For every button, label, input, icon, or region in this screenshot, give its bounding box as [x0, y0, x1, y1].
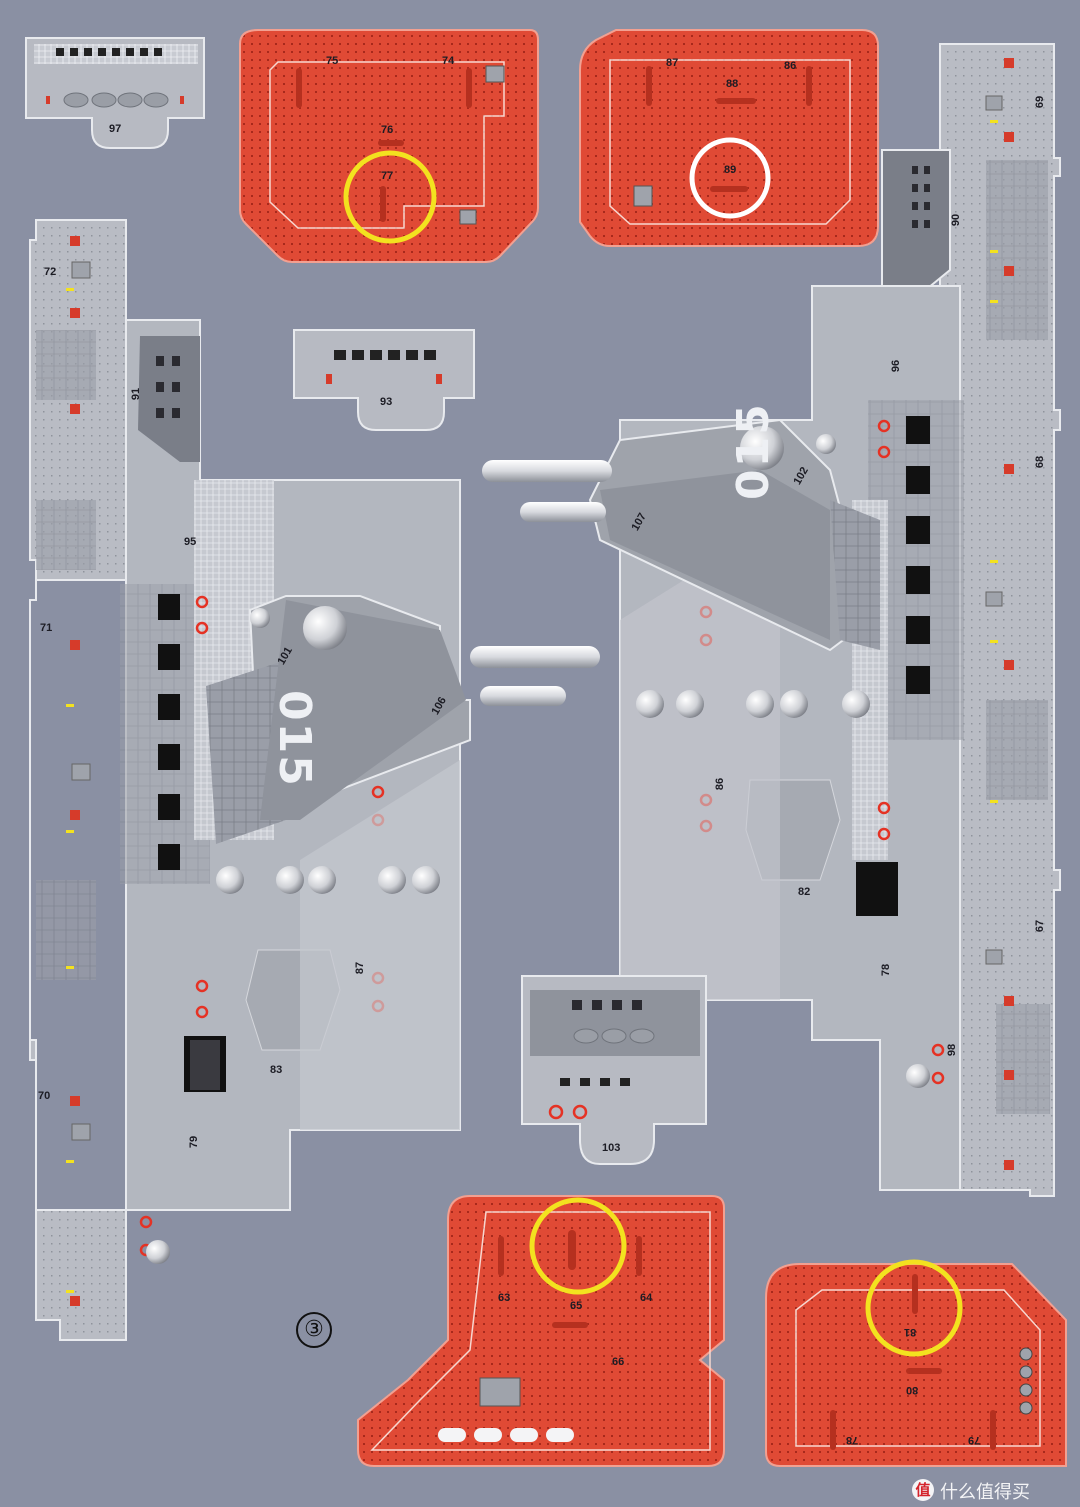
strip-67-69: [879, 43, 1061, 1197]
deck-part-74-77: [239, 29, 539, 263]
part-label: 93: [380, 396, 393, 408]
part-90: [881, 149, 951, 307]
part-label: 88: [726, 78, 739, 90]
part-label: 71: [40, 622, 53, 634]
deck-part-86-89: [579, 29, 879, 247]
part-label: 76: [381, 124, 394, 136]
strip-70-72: [29, 219, 127, 1341]
part-label: 95: [184, 536, 197, 548]
highlight-circle: [865, 1259, 963, 1357]
part-label: 98: [946, 1043, 959, 1057]
watermark-text: 什么值得买: [940, 1482, 1030, 1503]
highlight-circle: [343, 150, 437, 244]
part-93: [293, 329, 475, 431]
ship-body-right: [482, 285, 964, 1191]
part-label: 68: [1034, 455, 1047, 469]
highlight-circle-white: [689, 137, 771, 219]
part-label: 87: [666, 57, 679, 69]
part-label: 66: [612, 1356, 625, 1368]
part-97: [25, 37, 205, 149]
part-label: 70: [38, 1090, 51, 1102]
part-label: 63: [498, 1292, 511, 1304]
part-label: 77: [381, 170, 394, 182]
part-label: 80: [906, 1384, 919, 1396]
part-label: 89: [724, 164, 737, 176]
part-label: 78: [880, 963, 893, 977]
deck-part-78-81: [765, 1259, 1067, 1467]
part-label: 78: [846, 1434, 859, 1446]
ship-body-left: [120, 319, 600, 1264]
part-label: 96: [890, 359, 903, 373]
part-label: 69: [1034, 95, 1047, 109]
part-label: 79: [968, 1434, 981, 1446]
part-label: 72: [44, 266, 57, 278]
part-label: 86: [784, 60, 797, 72]
part-label: 82: [798, 886, 811, 898]
part-label: 91: [130, 387, 143, 401]
part-label: 75: [326, 55, 339, 67]
part-label: 64: [640, 1292, 653, 1304]
part-103: [521, 975, 707, 1165]
part-label: 97: [109, 123, 122, 135]
hull-number-left: 015: [269, 690, 320, 788]
watermark-icon: 值: [912, 1479, 934, 1501]
deck-part-63-66: [357, 1195, 725, 1467]
part-label: 81: [904, 1326, 917, 1338]
highlight-circle: [529, 1197, 627, 1295]
part-label: 83: [270, 1064, 283, 1076]
part-label: 103: [602, 1142, 621, 1154]
sheet-number: ③: [296, 1312, 332, 1348]
part-label: 90: [950, 213, 963, 227]
part-label: 67: [1034, 919, 1047, 933]
part-label: 74: [442, 55, 455, 67]
part-label: 86: [714, 777, 727, 791]
hull-number-right: 015: [728, 402, 779, 500]
part-label: 87: [354, 961, 367, 975]
part-label: 65: [570, 1300, 583, 1312]
part-label: 79: [188, 1135, 201, 1149]
